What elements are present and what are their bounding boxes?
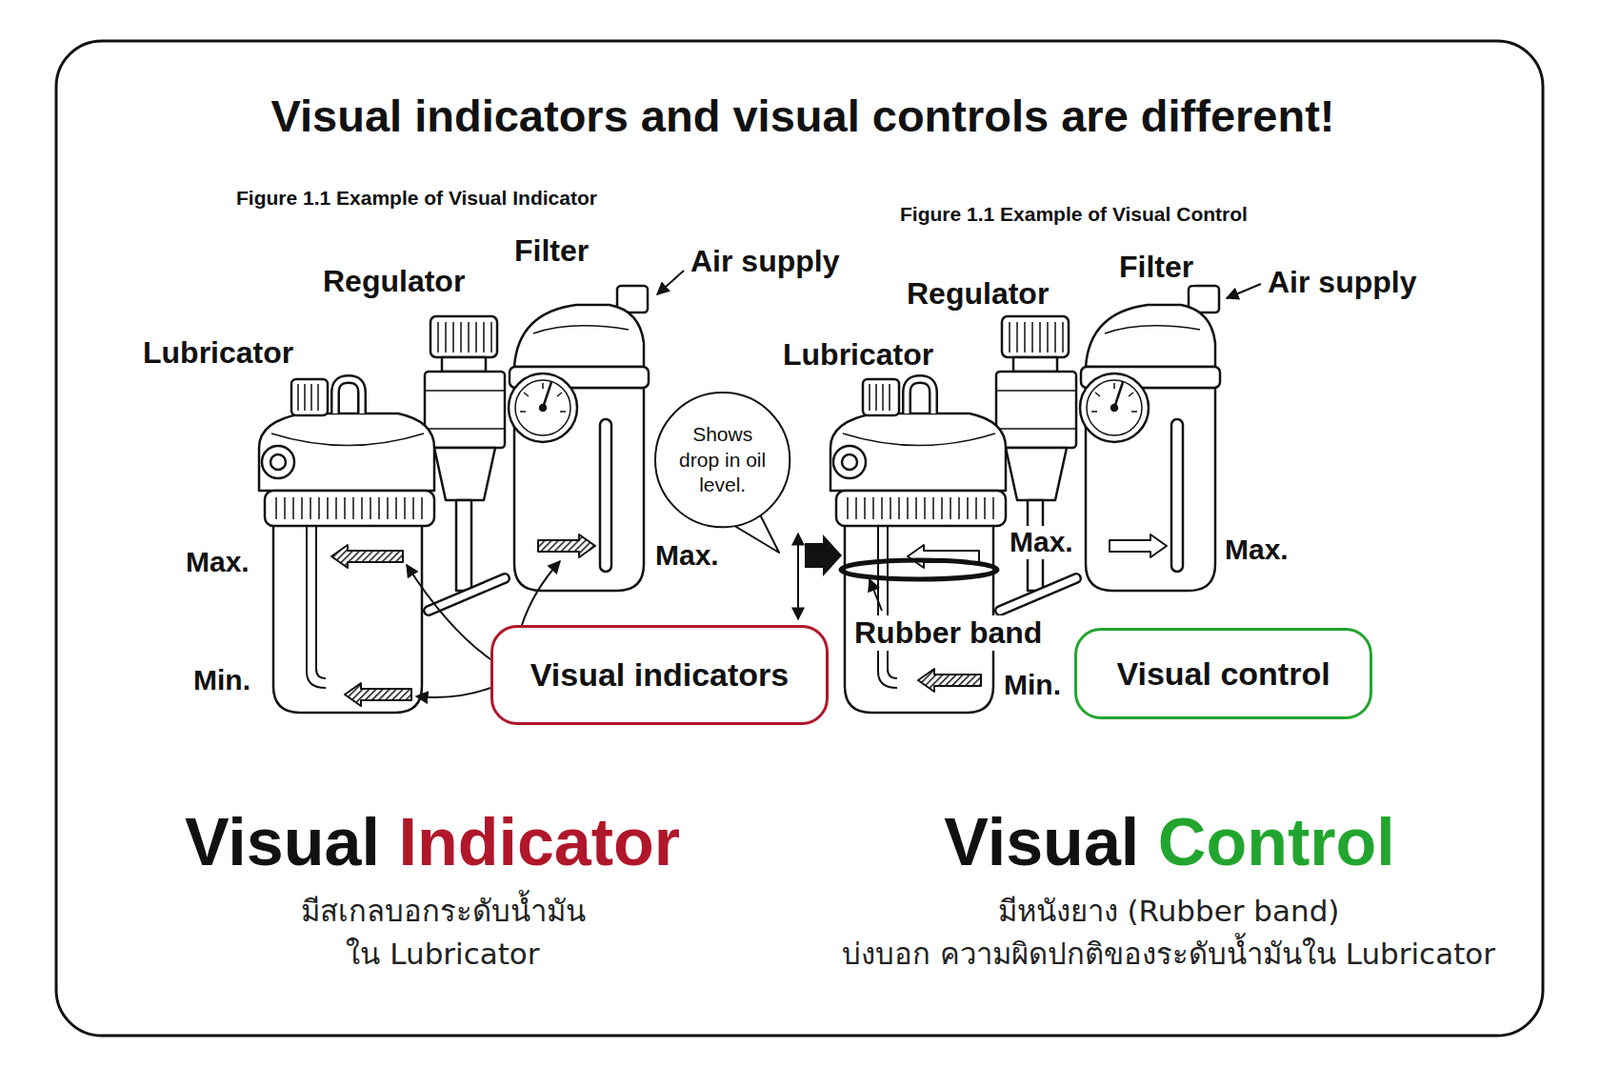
level-label: Max. [1007, 525, 1076, 560]
heading-word: Indicator [398, 808, 680, 876]
control-marks [1109, 534, 1167, 558]
node-text: Visual control [1116, 654, 1330, 694]
callout-bubble: Shows drop in oil level. [653, 390, 792, 529]
leader-lines [406, 564, 491, 660]
part-label: Lubricator [780, 337, 936, 373]
frame [56, 40, 1543, 1036]
leader-lines [657, 270, 684, 295]
part-label: Air supply [1265, 264, 1419, 300]
leader-lines [869, 579, 882, 611]
node-text: Visual indicators [530, 655, 789, 695]
indicator-marks [331, 544, 403, 568]
indicator-marks [538, 534, 596, 558]
change-arrow [804, 534, 842, 577]
part-label: Filter [1117, 249, 1196, 285]
indicator-marks [344, 682, 412, 706]
heading-group: Visual Control [943, 808, 1395, 876]
level-label: Max. [183, 545, 252, 580]
control-marks [918, 668, 981, 692]
heading-word: Visual [943, 808, 1140, 876]
node-text: Shows drop in oil level. [675, 421, 771, 498]
page-title: Visual indicators and visual controls ar… [271, 93, 1336, 139]
heading-word: Control [1158, 808, 1396, 876]
leader-lines [797, 533, 800, 620]
figure-caption: Figure 1.1 Example of Visual Control [898, 202, 1250, 226]
level-label: Max. [653, 539, 721, 573]
part-label: Regulator [904, 276, 1051, 312]
part-label: Regulator [320, 263, 467, 300]
leader-lines [416, 687, 491, 698]
thai-description: มีหนังยาง (Rubber band) บ่งบอก ความผิดปก… [841, 889, 1496, 976]
control-marks [840, 560, 998, 580]
part-label: Rubber band [852, 615, 1044, 651]
leader-lines [1226, 283, 1261, 299]
indicator-box: Visual indicators [490, 624, 829, 725]
level-label: Min. [191, 663, 253, 698]
control-box: Visual control [1074, 627, 1373, 720]
part-label: Lubricator [140, 335, 296, 371]
bubble-circle [655, 392, 790, 527]
level-label: Max. [1222, 533, 1291, 567]
leader-lines [521, 560, 560, 625]
part-label: Air supply [688, 243, 841, 280]
figure-caption: Figure 1.1 Example of Visual Indicator [234, 186, 600, 210]
part-label: Filter [512, 233, 591, 269]
thai-description: มีสเกลบอกระดับน้ำมัน ใน Lubricator [300, 889, 586, 976]
level-label: Min. [1001, 668, 1063, 702]
heading-word: Visual [184, 808, 380, 876]
heading-group: Visual Indicator [184, 808, 680, 876]
